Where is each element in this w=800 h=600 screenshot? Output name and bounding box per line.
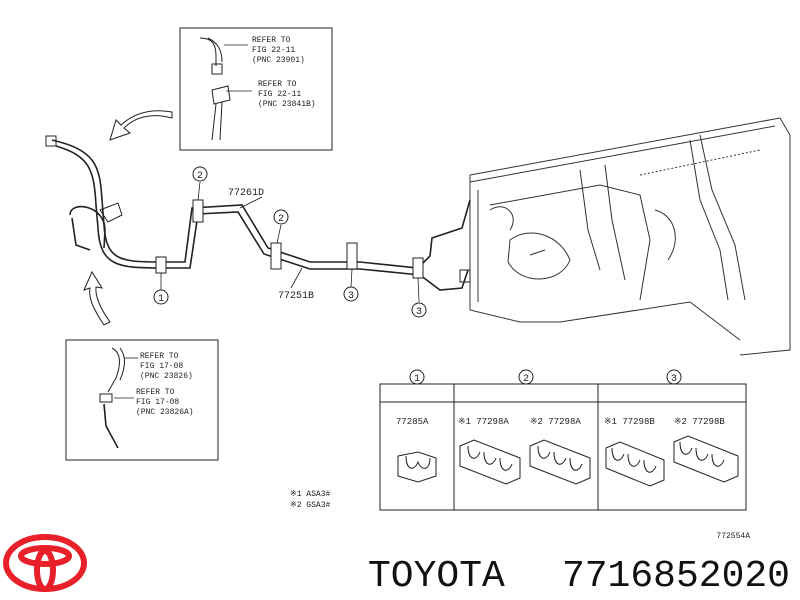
callout-markers — [153, 166, 427, 318]
hose-clamps — [155, 199, 424, 279]
clamp-part-77298A-1: ※1 77298A — [458, 417, 509, 427]
filler-neck-detail — [45, 135, 471, 283]
top-ref2-line3: (PNC 23841B) — [258, 100, 316, 109]
arrow-bottom — [83, 270, 111, 326]
arrow-top — [109, 110, 173, 141]
bottom-ref2-line3: (PNC 23826A) — [136, 408, 194, 417]
leader-lines — [160, 181, 420, 303]
clamp-part-77285A: 77285A — [396, 417, 429, 427]
clamp-table — [379, 383, 747, 511]
clamp-part-77298B-1: ※1 77298B — [604, 417, 655, 427]
clamp-1 — [155, 256, 167, 274]
part-label-hose-lower: 77251B — [278, 291, 314, 302]
note-1: ※1 ASA3# — [290, 490, 331, 499]
top-ref1-line2: FIG 22-11 — [252, 46, 295, 55]
top-ref1-line1: REFER TO — [252, 36, 291, 45]
bottom-ref2-line2: FIG 17-08 — [136, 398, 179, 407]
table-header-markers — [409, 369, 682, 385]
bottom-ref2-line1: REFER TO — [136, 388, 175, 397]
bottom-ref1-line3: (PNC 23826) — [140, 372, 193, 381]
clamp-sketch-77298B-2 — [673, 435, 739, 483]
clamp-3b — [412, 257, 424, 279]
marker-1-label: 1 — [158, 294, 164, 305]
marker-3-label: 3 — [416, 307, 422, 318]
table-header-3: 3 — [671, 374, 677, 385]
top-ref2-line2: FIG 22-11 — [258, 90, 301, 99]
clamp-sketch-77298A-1 — [459, 439, 521, 485]
clamp-part-77298B-2: ※2 77298B — [674, 417, 725, 427]
callout-box-top — [179, 27, 333, 151]
brand-name: TOYOTA — [368, 555, 505, 598]
clamp-sketches — [397, 435, 739, 487]
clamp-sketch-77298B-1 — [605, 441, 665, 487]
bottom-ref1-line1: REFER TO — [140, 352, 179, 361]
clamp-sketch-77285A — [397, 451, 437, 483]
clamp-3a — [346, 242, 358, 270]
marker-3-label: 3 — [348, 291, 354, 302]
clamp-2b — [270, 242, 282, 270]
figure-code: 772554A — [716, 532, 750, 541]
fuel-tank-outline — [469, 117, 791, 356]
top-ref2-line1: REFER TO — [258, 80, 297, 89]
table-header-1: 1 — [414, 374, 420, 385]
part-number: 7716852020 — [562, 555, 790, 598]
clamp-2a — [192, 199, 204, 223]
pointer-arrows — [83, 110, 173, 326]
clamp-part-77298A-2: ※2 77298A — [530, 417, 581, 427]
table-header-2: 2 — [523, 374, 529, 385]
note-2: ※2 GSA3# — [290, 501, 331, 510]
clamp-sketch-77298A-2 — [529, 439, 591, 485]
marker-2-label: 2 — [278, 214, 284, 225]
hose-assembly — [51, 139, 471, 291]
part-label-hose-upper: 77261D — [228, 188, 264, 199]
toyota-logo — [3, 534, 87, 592]
callout-box-bottom — [65, 339, 219, 461]
bottom-ref1-line2: FIG 17-08 — [140, 362, 183, 371]
top-ref1-line3: (PNC 23901) — [252, 56, 305, 65]
marker-2-label: 2 — [197, 171, 203, 182]
